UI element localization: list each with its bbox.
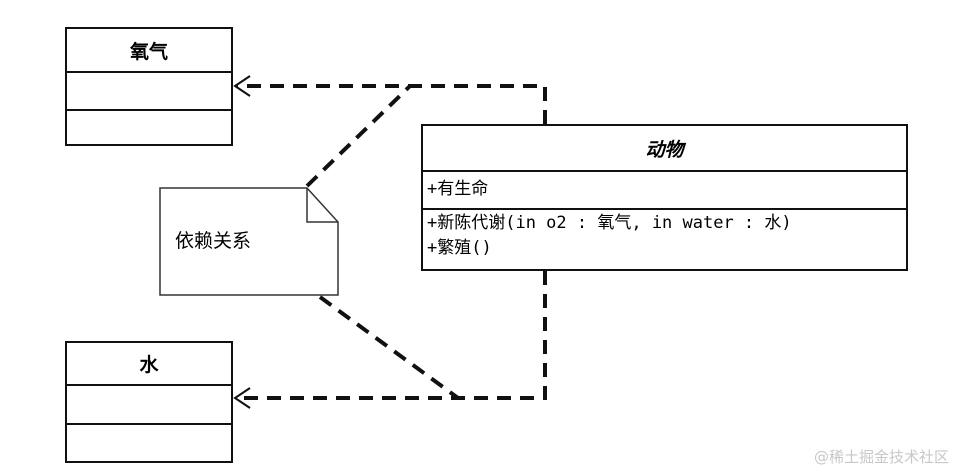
- class-water-name: 水: [67, 343, 231, 386]
- class-animal: 动物 +有生命 +新陈代谢(in o2 : 氧气, in water : 水) …: [421, 124, 908, 271]
- dependency-line-oxygen: [237, 84, 547, 124]
- note-fold: [306, 188, 338, 223]
- class-animal-name: 动物: [423, 126, 906, 172]
- attribute-row: +有生命: [427, 179, 489, 199]
- class-animal-operations: +新陈代谢(in o2 : 氧气, in water : 水) +繁殖(): [423, 210, 906, 261]
- note-anchor-line-top: [305, 84, 412, 188]
- class-oxygen-name: 氧气: [67, 29, 231, 73]
- class-animal-attributes: +有生命: [423, 172, 906, 210]
- note-shape: [159, 187, 339, 296]
- class-oxygen: 氧气: [65, 27, 233, 146]
- note-anchor-line-bottom: [318, 295, 460, 400]
- class-water: 水: [65, 341, 233, 463]
- operation-row: +新陈代谢(in o2 : 氧气, in water : 水): [427, 213, 792, 233]
- operation-row: +繁殖(): [427, 238, 492, 258]
- dependency-line-water: [237, 271, 547, 400]
- class-water-attributes: [67, 386, 231, 425]
- note-text: 依赖关系: [175, 230, 252, 252]
- class-oxygen-attributes: [67, 73, 231, 111]
- watermark: @稀土掘金技术社区: [813, 448, 949, 466]
- arrowhead-oxygen: [233, 75, 251, 97]
- arrowhead-water: [233, 387, 251, 409]
